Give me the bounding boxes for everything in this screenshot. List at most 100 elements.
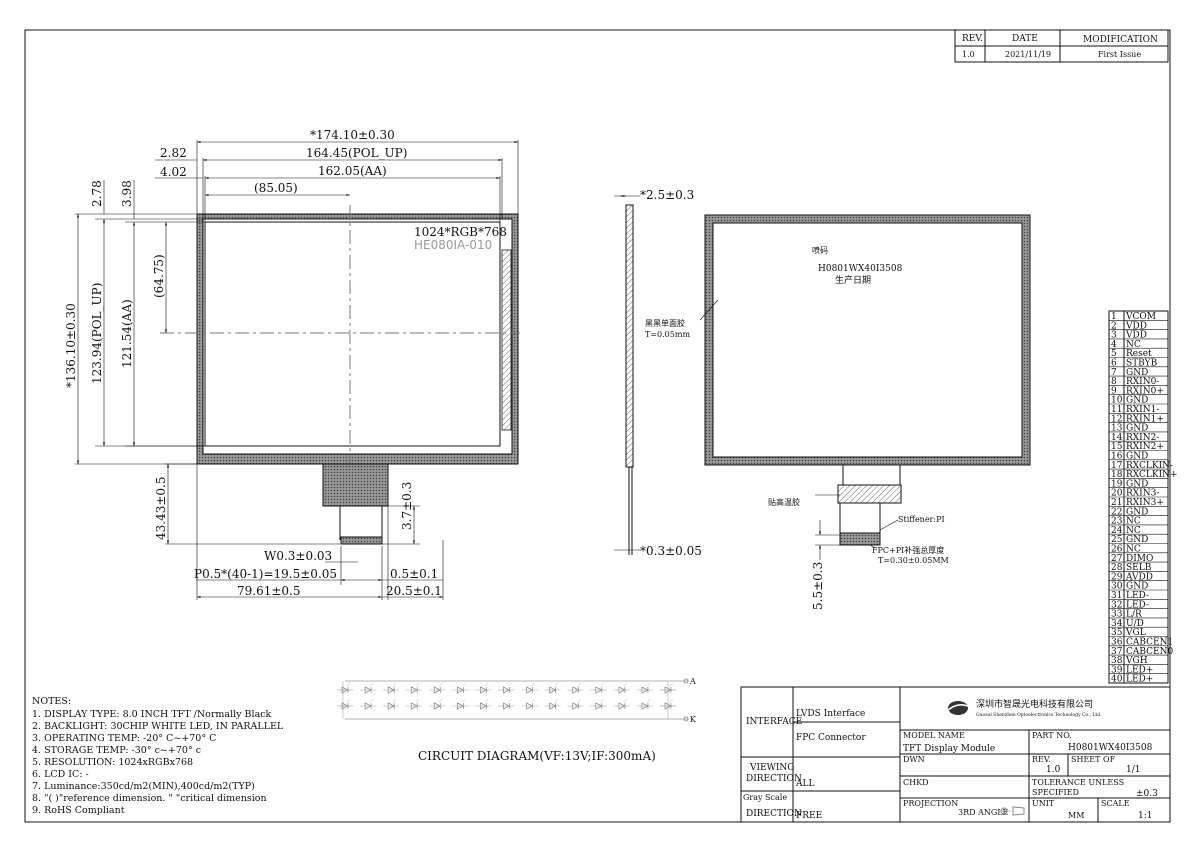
pin-signal: GND <box>1126 535 1148 545</box>
gray-label-2: DIRECTION <box>746 809 802 819</box>
led-symbol <box>613 698 630 710</box>
interface-value-1: LVDS Interface <box>796 709 865 719</box>
company-en: Guosul Shenzhen Optoelectronics Technolo… <box>976 712 1102 718</box>
dim-left-2-82: 2.82 <box>160 146 187 160</box>
fpc-note: FPC+PI补强总厚度 <box>872 545 944 555</box>
note-6: 6. LCD IC: - <box>32 769 89 780</box>
sheet-label: SHEET OF <box>1071 755 1116 764</box>
part-no-value: H0801WX40I3508 <box>1068 743 1153 753</box>
dim-fpc-thickness: *0.3±0.05 <box>640 544 702 558</box>
pin-signal: CABCEN0 <box>1126 647 1173 657</box>
notes-title: NOTES: <box>32 696 71 707</box>
pin-signal: L/R <box>1126 610 1142 620</box>
scale-value: 1:1 <box>1138 811 1152 821</box>
led-symbol <box>452 698 469 710</box>
pin-number: 6 <box>1111 359 1117 369</box>
tolerance-label-2: SPECIFIED <box>1032 788 1079 797</box>
pin-signal: RXCLKIN- <box>1126 461 1173 471</box>
dim-stiffener-length: 5.5±0.3 <box>811 562 825 610</box>
third-angle-symbol <box>997 806 1025 816</box>
revision-table: REV. DATE MODIFICATION 1.0 2021/11/19 Fi… <box>954 29 1169 63</box>
note-5: 5. RESOLUTION: 1024xRGBx768 <box>32 757 193 768</box>
dim-center-y: (64.75) <box>152 254 166 298</box>
circuit-cathode-label: K <box>690 715 697 724</box>
model-print: HE080IA-010 <box>414 238 492 252</box>
led-symbol <box>383 682 400 694</box>
led-symbol <box>590 682 607 694</box>
led-symbol <box>521 698 538 710</box>
pin-signal: GND <box>1126 452 1148 462</box>
pin-signal: RXIN1- <box>1126 405 1159 415</box>
pin-number: 40 <box>1111 675 1123 685</box>
pin-signal: VGH <box>1125 656 1148 666</box>
company-cn: 深圳市智晟光电科技有限公司 <box>976 698 1093 710</box>
led-symbol <box>406 682 423 694</box>
pin-signal: Reset <box>1126 349 1152 359</box>
side-view: *2.5±0.3 *0.3±0.05 <box>614 188 702 558</box>
part-no-label: PART NO. <box>1032 731 1072 740</box>
pin-number: 12 <box>1111 414 1122 424</box>
pin-number: 14 <box>1111 433 1123 443</box>
pin-number: 33 <box>1111 610 1123 620</box>
active-area <box>204 221 501 447</box>
pin-signal: RXIN0- <box>1126 377 1159 387</box>
led-symbol <box>360 698 377 710</box>
pin-signal: STBYB <box>1126 359 1158 369</box>
date-header: DATE <box>1012 34 1038 44</box>
rev-value: 1.0 <box>962 50 975 59</box>
label-part: H0801WX40I3508 <box>818 264 903 274</box>
drawing-border <box>24 29 1171 823</box>
fpc-note-thickness: T=0.30±0.05MM <box>878 556 949 565</box>
interface-label: INTERFACE <box>746 717 802 727</box>
pin-number: 26 <box>1111 545 1123 555</box>
led-symbol <box>567 698 584 710</box>
led-symbol <box>590 698 607 710</box>
pin-signal: RXCLKIN+ <box>1126 470 1178 480</box>
modification-value: First Issue <box>1098 50 1141 59</box>
resolution-label: 1024*RGB*768 <box>414 225 507 239</box>
dim-center-x: (85.05) <box>254 181 298 195</box>
led-symbol <box>521 682 538 694</box>
pin-number: 35 <box>1111 628 1123 638</box>
tolerance-value: ±0.3 <box>1136 789 1158 799</box>
note-3: 3. OPERATING TEMP: -20° C~+70° C <box>32 733 216 744</box>
pin-number: 39 <box>1111 665 1123 675</box>
pin-number: 23 <box>1111 517 1123 527</box>
led-symbol <box>383 698 400 710</box>
dim-pitch-width: W0.3±0.03 <box>264 549 332 563</box>
led-symbol <box>406 698 423 710</box>
scale-label: SCALE <box>1101 799 1130 808</box>
dim-aa-width: 162.05(AA) <box>318 164 387 178</box>
pin-signal: RXIN3+ <box>1126 498 1164 508</box>
pin-signal: GND <box>1126 368 1148 378</box>
company-logo <box>945 701 973 715</box>
pin-number: 7 <box>1111 368 1117 378</box>
dim-left-4-02: 4.02 <box>160 165 187 179</box>
gray-label-1: Gray Scale <box>743 793 787 802</box>
pin-number: 1 <box>1111 312 1117 322</box>
model-name-value: TFT Display Module <box>903 744 995 754</box>
pin-number: 5 <box>1111 349 1117 359</box>
led-symbol <box>337 698 353 710</box>
pin-signal: DIMO <box>1126 554 1153 564</box>
date-value: 2021/11/19 <box>1005 50 1051 59</box>
pin-number: 29 <box>1111 572 1123 582</box>
rev-value-tb: 1.0 <box>1046 765 1061 775</box>
note-9: 9. RoHS Compliant <box>32 805 125 816</box>
pin-signal: GND <box>1126 582 1148 592</box>
led-symbol <box>636 698 653 710</box>
pin-number: 21 <box>1111 498 1122 508</box>
pin-number: 9 <box>1111 386 1117 396</box>
dim-pol-width: 164.45(POL_UP) <box>306 146 407 160</box>
led-symbol <box>360 682 377 694</box>
pin-number: 37 <box>1111 647 1123 657</box>
pin-number: 30 <box>1111 582 1123 592</box>
chkd-label: CHKD <box>903 778 929 787</box>
interface-value-2: FPC Connector <box>796 733 866 743</box>
dim-fpc-width: 20.5±0.1 <box>386 584 442 598</box>
pin-signal: VCOM <box>1125 312 1156 322</box>
pin-signal: GND <box>1126 507 1148 517</box>
pin-signal: U/D <box>1126 619 1144 629</box>
